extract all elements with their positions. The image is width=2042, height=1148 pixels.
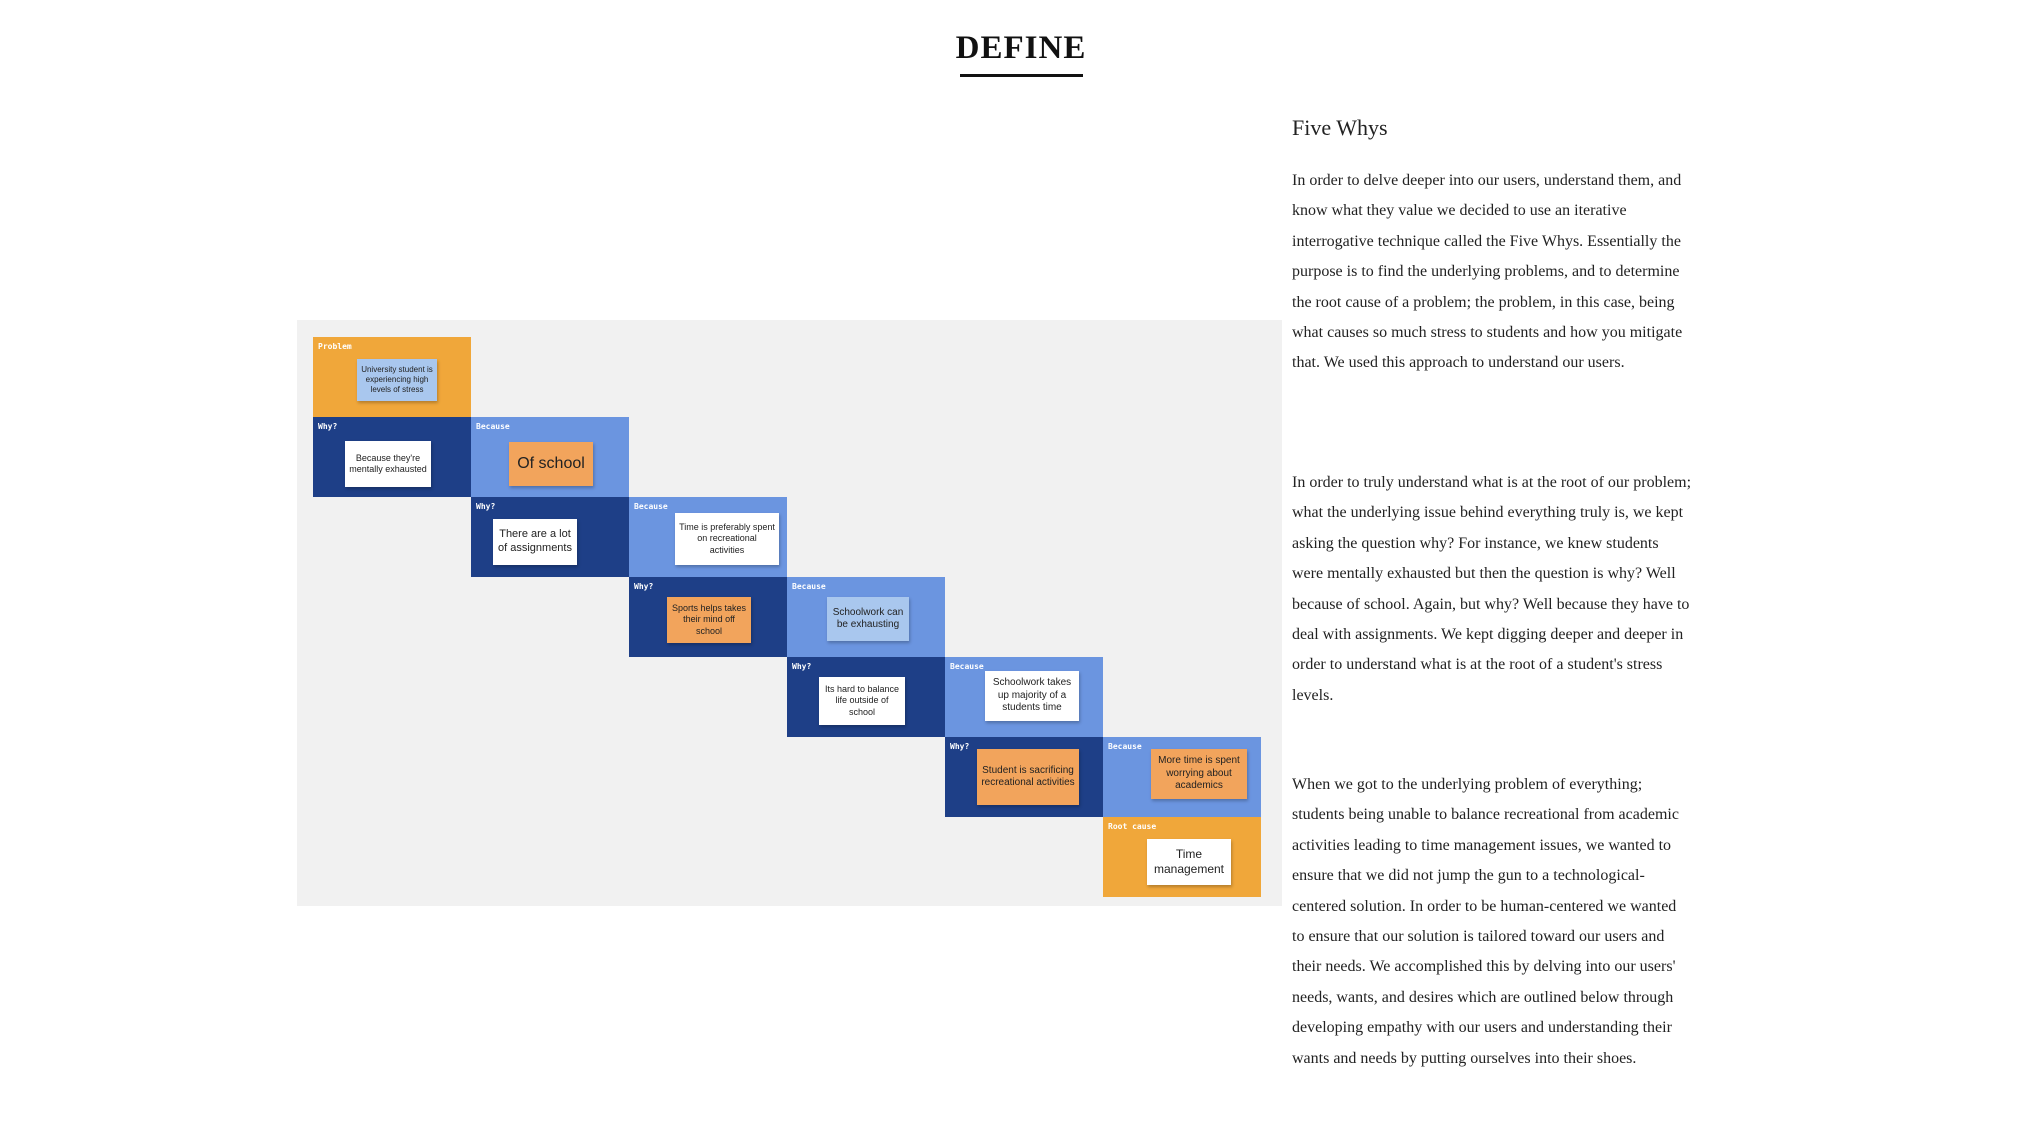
sticky-note: University student is experiencing high …	[357, 359, 437, 401]
because-cell: Because Schoolwork takes up majority of …	[945, 657, 1103, 737]
cell-label: Because	[792, 582, 826, 591]
cell-label: Why?	[792, 662, 812, 671]
title-underline	[960, 74, 1083, 77]
sticky-note: Of school	[509, 442, 593, 486]
cell-label: Why?	[950, 742, 970, 751]
cell-label: Why?	[318, 422, 338, 431]
problem-cell: Problem University student is experienci…	[313, 337, 471, 417]
body-paragraph: In order to delve deeper into our users,…	[1292, 172, 1683, 372]
sticky-note: More time is spent worrying about academ…	[1151, 749, 1247, 799]
body-paragraph: In order to truly understand what is at …	[1292, 474, 1692, 704]
sticky-note: Time is preferably spent on recreational…	[675, 513, 779, 565]
why-cell: Why? Because they're mentally exhausted	[313, 417, 471, 497]
sticky-note: Schoolwork can be exhausting	[827, 597, 909, 641]
because-cell: Because Time is preferably spent on recr…	[629, 497, 787, 577]
cell-label: Root cause	[1108, 822, 1157, 831]
sticky-note: Its hard to balance life outside of scho…	[819, 677, 905, 725]
because-cell: Because Schoolwork can be exhausting	[787, 577, 945, 657]
five-whys-diagram: Problem University student is experienci…	[297, 320, 1282, 906]
page-title: DEFINE	[955, 30, 1087, 66]
cell-label: Because	[634, 502, 668, 511]
because-cell: Because Of school	[471, 417, 629, 497]
sticky-note: Sports helps takes their mind off school	[667, 597, 751, 643]
section-heading: Five Whys	[1292, 115, 1388, 140]
sticky-note: Because they're mentally exhausted	[345, 441, 431, 487]
cell-label: Problem	[318, 342, 352, 351]
cell-label: Why?	[476, 502, 496, 511]
sticky-note: Schoolwork takes up majority of a studen…	[985, 671, 1079, 721]
body-paragraph: When we got to the underlying problem of…	[1292, 776, 1679, 1067]
sticky-note: Student is sacrificing recreational acti…	[977, 749, 1079, 805]
cell-label: Why?	[634, 582, 654, 591]
cell-label: Because	[950, 662, 984, 671]
five-whys-section: Five Whys In order to delve deeper into …	[1292, 115, 1692, 1067]
sticky-note: Time management	[1147, 839, 1231, 885]
cell-label: Because	[476, 422, 510, 431]
cell-label: Because	[1108, 742, 1142, 751]
sticky-note: There are a lot of assignments	[493, 519, 577, 565]
why-cell: Why? There are a lot of assignments	[471, 497, 629, 577]
because-cell: Because More time is spent worrying abou…	[1103, 737, 1261, 817]
why-cell: Why? Its hard to balance life outside of…	[787, 657, 945, 737]
why-cell: Why? Student is sacrificing recreational…	[945, 737, 1103, 817]
why-cell: Why? Sports helps takes their mind off s…	[629, 577, 787, 657]
root-cause-cell: Root cause Time management	[1103, 817, 1261, 897]
